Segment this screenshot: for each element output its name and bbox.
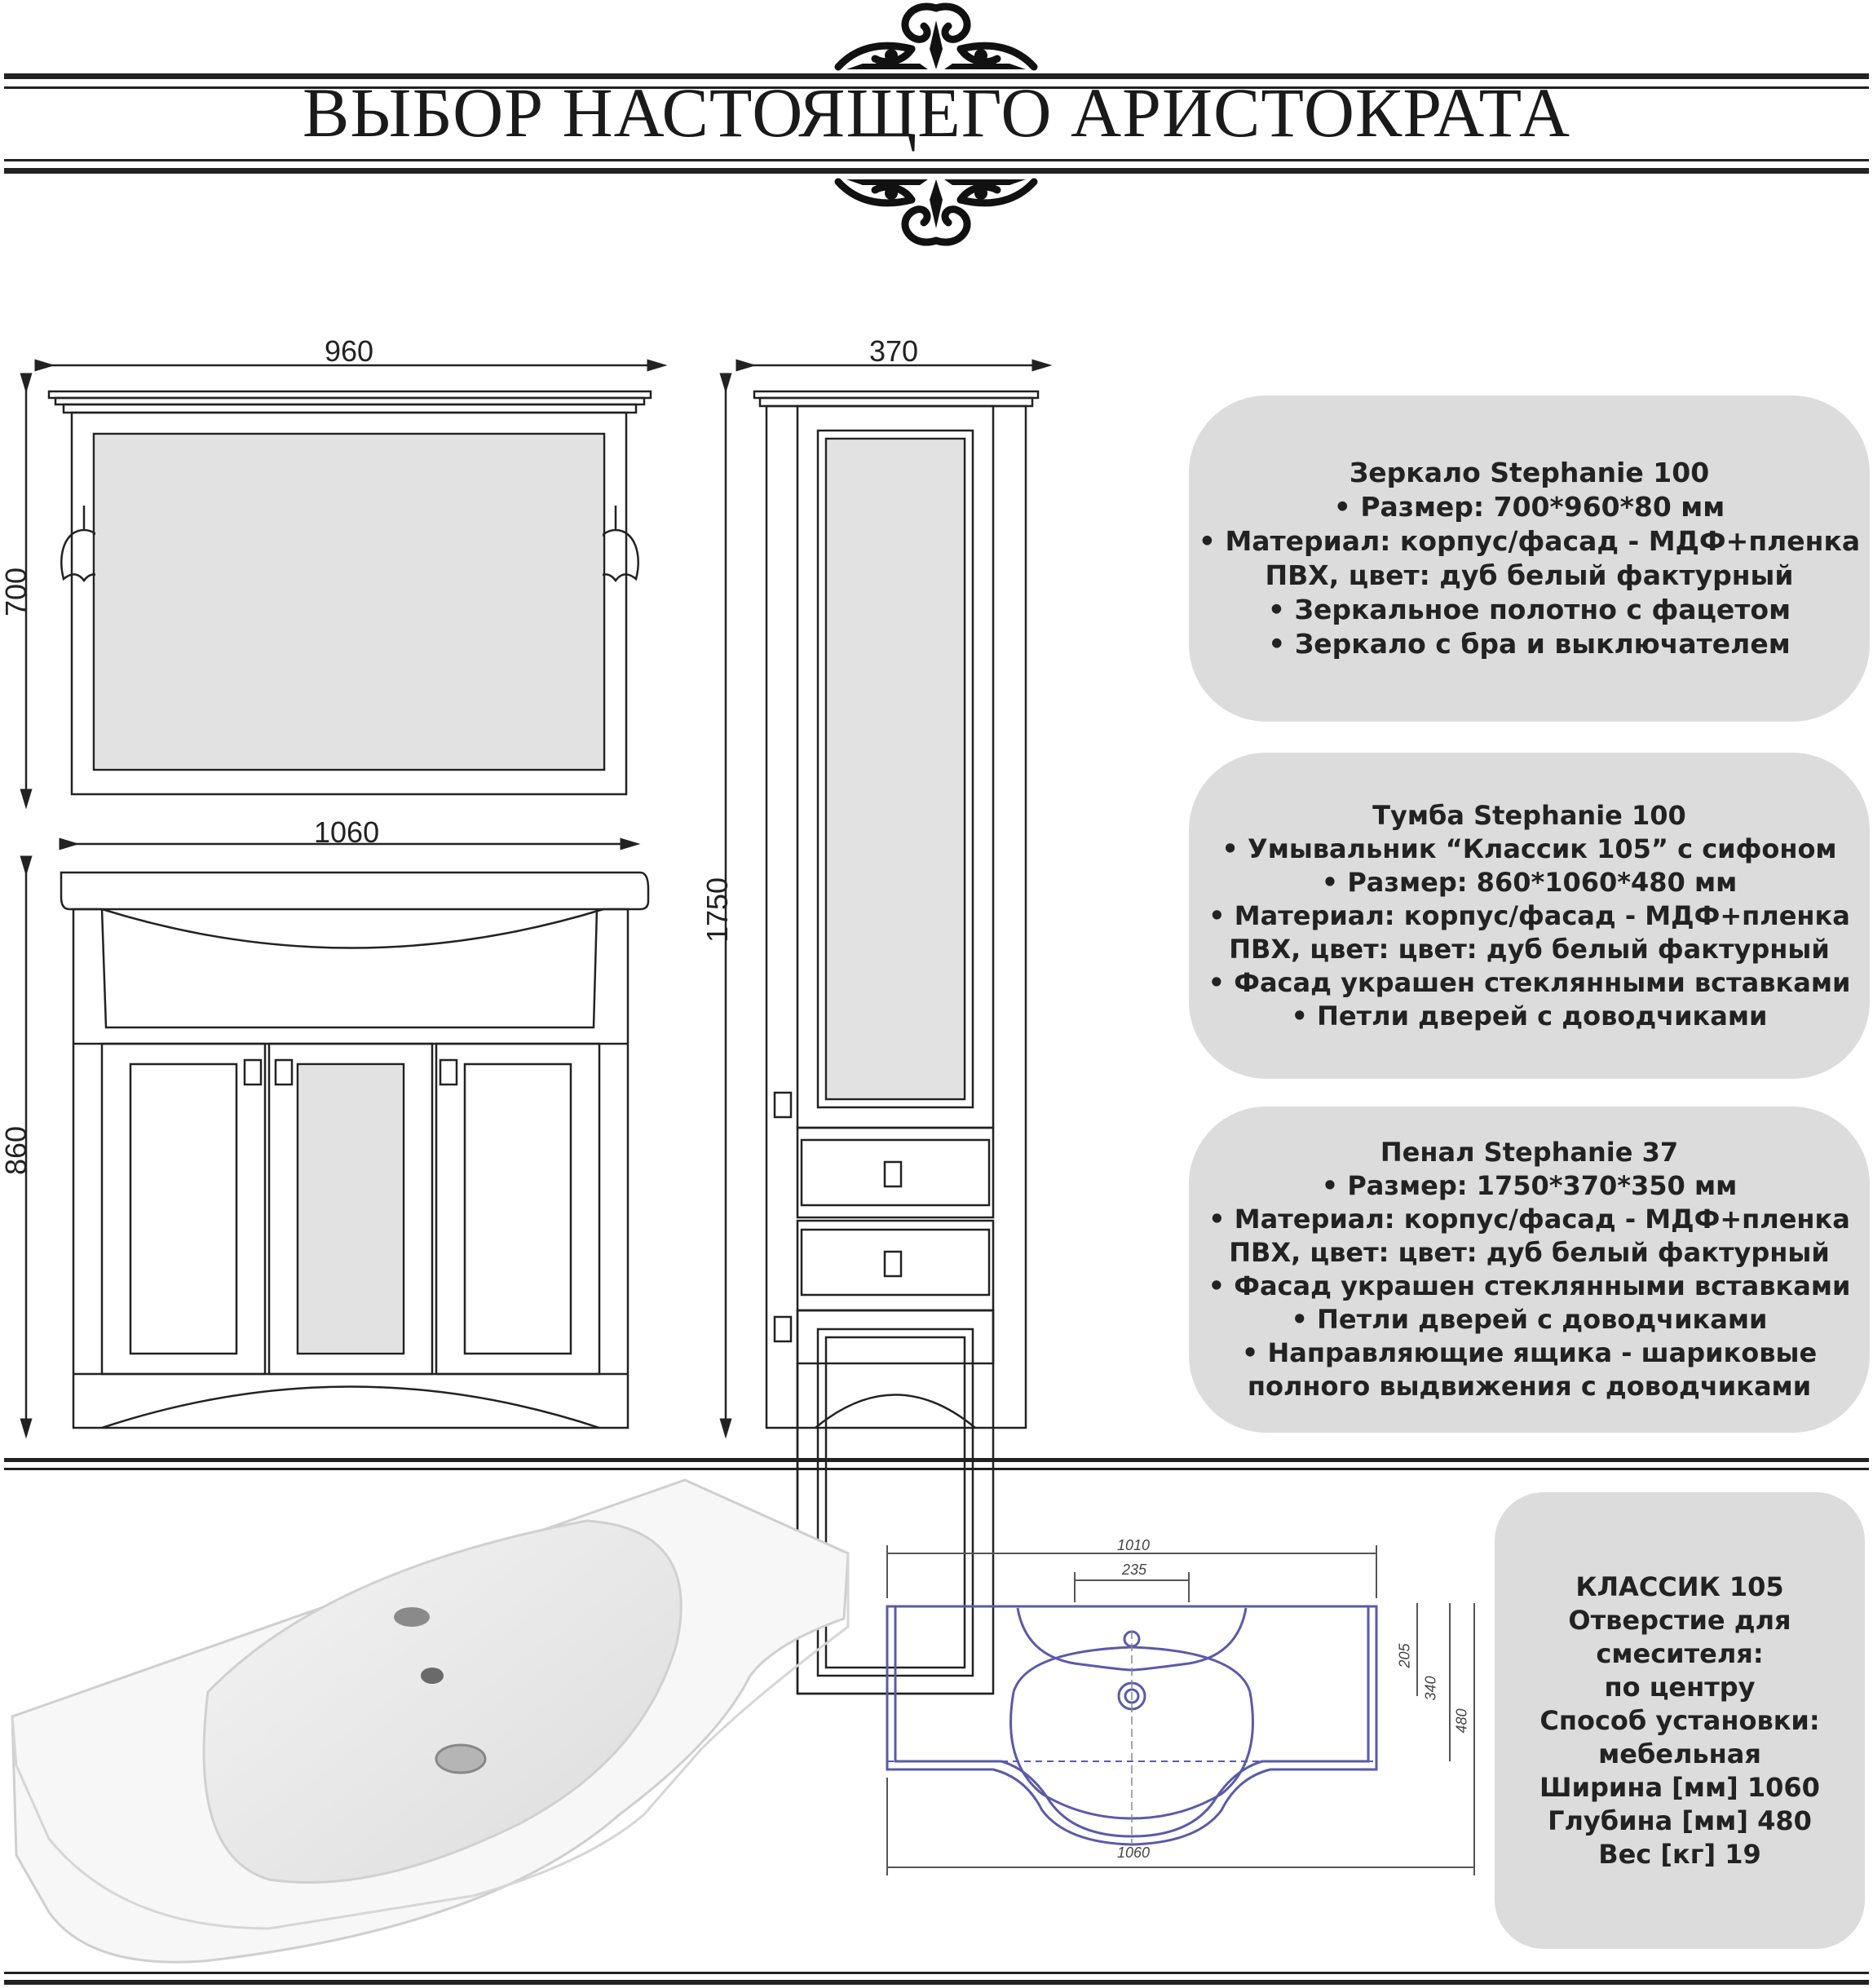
header-rule-bottom-thin (4, 159, 1869, 161)
header-rule-top-thin (4, 86, 1869, 89)
card-line: по центру (1604, 1671, 1756, 1703)
card-line: • Направляющие ящика - шариковые (1241, 1337, 1818, 1368)
card-line: Вес [кг] 19 (1598, 1838, 1761, 1870)
sink-dim-center-width: 235 (1122, 1562, 1147, 1578)
card-line: • Размер: 860*1060*480 мм (1321, 866, 1738, 898)
section-divider-thin (4, 1468, 1869, 1470)
sink-dim-bottom-width: 1060 (1117, 1844, 1151, 1861)
card-line: • Материал: корпус/фасад - МДФ+пленка (1208, 1204, 1850, 1235)
card-line: • Петли дверей с доводчиками (1291, 1304, 1768, 1335)
mirror-spec-card: Зеркало Stephanie 100 • Размер: 700*960*… (1189, 395, 1870, 722)
card-line: полного выдвижения с доводчиками (1247, 1371, 1812, 1402)
dim-mirror-height: 700 (0, 567, 33, 617)
card-line: • Зеркало с бра и выключателем (1268, 628, 1791, 660)
sink-tech-drawing (886, 1545, 1475, 1875)
sink-dim-total-width: 1010 (1117, 1537, 1151, 1553)
sink-dim-depth-2: 340 (1422, 1676, 1439, 1701)
card-line: • Фасад украшен стеклянными вставками (1208, 966, 1851, 998)
card-line: • Зеркальное полотно с фацетом (1267, 594, 1791, 625)
header-rule-top-thick (4, 73, 1869, 79)
card-line: Отверстие для (1568, 1604, 1791, 1636)
sink-dim-depth-3: 480 (1453, 1708, 1470, 1734)
card-line: Зеркало Stephanie 100 (1349, 457, 1710, 488)
card-line: ПВХ, цвет: цвет: дуб белый фактурный (1229, 1237, 1830, 1268)
ornament-top-icon (834, 2, 1038, 71)
section-divider-thick (4, 1458, 1869, 1462)
sink-spec-card: КЛАССИК 105 Отверстие для смесителя: по … (1495, 1492, 1865, 1949)
card-line: Тумба Stephanie 100 (1372, 799, 1686, 831)
card-line: • Петли дверей с доводчиками (1291, 1000, 1768, 1032)
vanity-spec-card: Тумба Stephanie 100 • Умывальник “Класси… (1189, 753, 1870, 1079)
sink-photo-illustration (11, 1478, 850, 1964)
card-line: Ширина [мм] 1060 (1539, 1771, 1820, 1803)
card-line: ПВХ, цвет: цвет: дуб белый фактурный (1229, 933, 1830, 965)
tall-unit-spec-card: Пенал Stephanie 37 • Размер: 1750*370*35… (1189, 1107, 1870, 1433)
dim-cabinet-height: 860 (0, 1125, 33, 1176)
card-line: ПВХ, цвет: дуб белый фактурный (1265, 559, 1794, 591)
card-line: • Фасад украшен стеклянными вставками (1208, 1270, 1851, 1301)
ornament-bottom-icon (834, 178, 1038, 246)
card-line: • Материал: корпус/фасад - МДФ+пленка (1208, 899, 1850, 931)
card-line: КЛАССИК 105 (1575, 1571, 1784, 1602)
card-line: Пенал Stephanie 37 (1380, 1137, 1679, 1168)
dim-mirror-width: 960 (325, 334, 374, 368)
dim-cabinet-width: 1060 (314, 815, 380, 849)
card-line: • Размер: 700*960*80 мм (1333, 491, 1725, 523)
sink-dim-depth-1: 205 (1396, 1643, 1413, 1668)
page-title: ВЫБОР НАСТОЯЩЕГО АРИСТОКРАТА (302, 73, 1571, 152)
dim-tall-height: 1750 (700, 877, 735, 943)
dim-tall-width: 370 (869, 334, 919, 368)
footer-rule-thick (4, 1980, 1869, 1985)
card-line: • Размер: 1750*370*350 мм (1321, 1170, 1738, 1201)
card-line: • Умывальник “Классик 105” с сифоном (1221, 833, 1837, 864)
card-line: Глубина [мм] 480 (1548, 1805, 1812, 1836)
card-line: • Материал: корпус/фасад - МДФ+пленка (1198, 525, 1861, 557)
card-line: Способ установки: (1539, 1704, 1820, 1736)
header-rule-bottom-thick (4, 168, 1869, 174)
furniture-drawing (20, 359, 1053, 1695)
card-line: мебельная (1598, 1738, 1761, 1769)
footer-rule-thin (4, 1972, 1869, 1974)
card-line: смесителя: (1596, 1637, 1764, 1669)
